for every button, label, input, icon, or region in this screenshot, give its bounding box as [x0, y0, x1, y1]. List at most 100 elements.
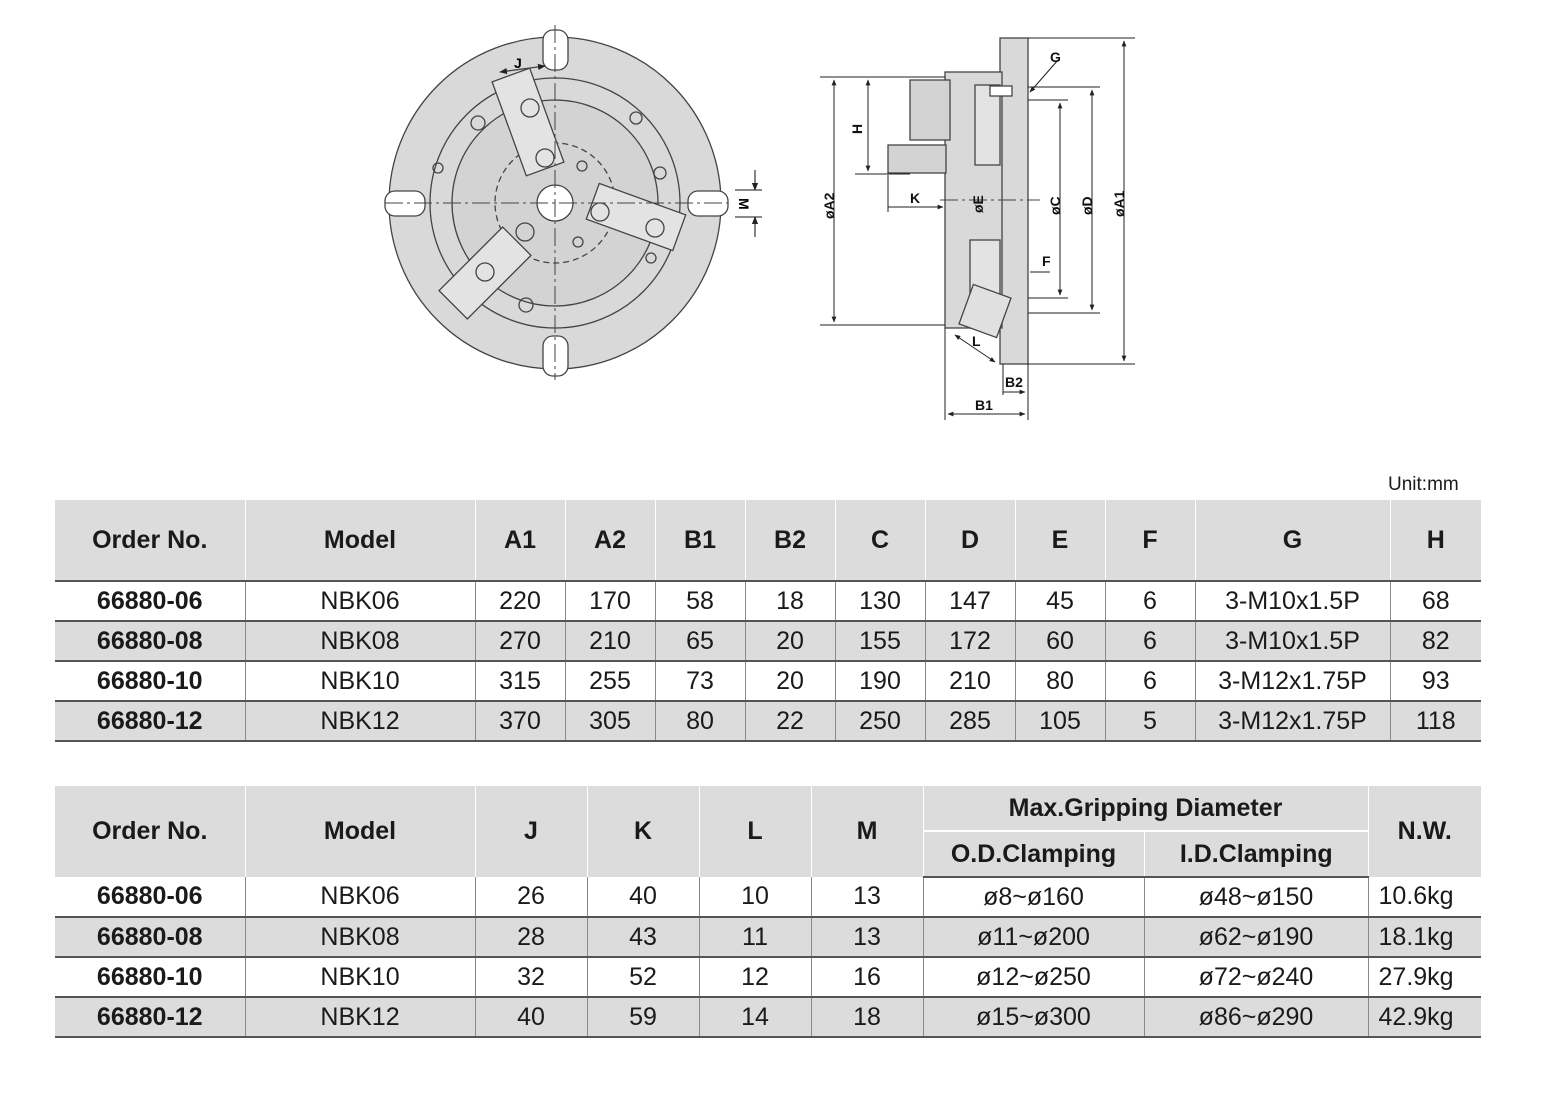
dim-label-l: L: [972, 333, 981, 349]
order-number-cell: 66880-06: [55, 581, 246, 621]
table-cell: 250: [835, 701, 926, 741]
weight-cell: 10.6kg: [1378, 882, 1454, 910]
table-cell: 45: [1015, 581, 1106, 621]
table-cell: 80: [1015, 661, 1106, 701]
dim-label-e: øE: [970, 195, 986, 213]
gripping-table: Order No. Model J K L M Max.Gripping Dia…: [55, 786, 1482, 1038]
table-cell: 20: [745, 621, 836, 661]
table-cell: 255: [565, 661, 656, 701]
table-cell: 210: [925, 661, 1016, 701]
dim-label-d: øD: [1079, 196, 1095, 215]
table-cell: 11: [699, 917, 812, 957]
table-row: 66880-08 NBK08 28 43 11 13 ø11~ø200 ø62~…: [55, 917, 1482, 957]
table-cell: ø62~ø190: [1144, 917, 1369, 957]
model-cell: NBK12: [245, 701, 476, 741]
dim-label-m: M: [736, 198, 752, 210]
weight-cell: 42.9kg: [1378, 1002, 1454, 1031]
order-number-cell: 66880-08: [55, 917, 246, 957]
table-cell: 18: [811, 997, 924, 1037]
table-row: 66880-12 NBK12 40 59 14 18 ø15~ø300 ø86~…: [55, 997, 1482, 1037]
model-cell: NBK08: [245, 917, 476, 957]
table-cell: 32: [475, 957, 588, 997]
table-cell: 130: [835, 581, 926, 621]
table-cell: 220: [475, 581, 566, 621]
table-cell: 68: [1421, 586, 1450, 615]
model-cell: NBK08: [245, 621, 476, 661]
model-cell: NBK06: [245, 877, 476, 917]
table-cell: 3-M12x1.75P: [1195, 701, 1391, 741]
table-cell: 155: [835, 621, 926, 661]
unit-label: Unit:mm: [1388, 474, 1459, 495]
dim-label-c: øC: [1047, 196, 1063, 215]
order-number-cell: 66880-12: [55, 701, 246, 741]
table-cell: 3-M10x1.5P: [1195, 581, 1391, 621]
dim-label-b2: B2: [1005, 374, 1023, 390]
table-cell: 3-M10x1.5P: [1195, 621, 1391, 661]
table-cell: 6: [1105, 621, 1196, 661]
order-number-cell: 66880-10: [55, 661, 246, 701]
column-header: B1: [655, 500, 746, 582]
table-cell: 40: [587, 877, 700, 917]
column-header: G: [1195, 500, 1391, 582]
column-header: Model: [245, 500, 476, 582]
od-clamping-header: O.D.Clamping: [923, 831, 1145, 878]
table-cell: 210: [565, 621, 656, 661]
front-view-drawing: [384, 25, 762, 380]
id-clamping-header: I.D.Clamping: [1144, 831, 1369, 878]
table-cell: ø72~ø240: [1144, 957, 1369, 997]
table-cell: 315: [475, 661, 566, 701]
table-cell: 5: [1105, 701, 1196, 741]
table-cell: 285: [925, 701, 1016, 741]
table-cell: ø11~ø200: [923, 917, 1145, 957]
table-cell: 170: [565, 581, 656, 621]
table-cell: 3-M12x1.75P: [1195, 661, 1391, 701]
dim-label-a1: øA1: [1111, 190, 1127, 217]
weight-cell: 27.9kg: [1378, 962, 1454, 991]
max-gripping-diameter-header: Max.Gripping Diameter: [923, 786, 1369, 832]
table-cell: 82: [1421, 626, 1450, 655]
table-cell: 118: [1415, 706, 1456, 735]
table-cell: 172: [925, 621, 1016, 661]
column-header: Order No.: [55, 786, 246, 877]
table-cell: 16: [811, 957, 924, 997]
column-header: F: [1105, 500, 1196, 582]
table-cell: 270: [475, 621, 566, 661]
column-header: A2: [565, 500, 656, 582]
dim-label-h: H: [849, 124, 865, 134]
table-cell: 12: [699, 957, 812, 997]
table-header-row: Order No. Model J K L M Max.Gripping Dia…: [55, 786, 1482, 877]
table-row: 66880-08 NBK08 270 210 65 20 155 172 60 …: [55, 621, 1481, 661]
table-cell: 52: [587, 957, 700, 997]
table-cell: 20: [745, 661, 836, 701]
order-number-cell: 66880-12: [55, 997, 246, 1037]
model-cell: NBK10: [245, 661, 476, 701]
table-cell: 65: [655, 621, 746, 661]
table-cell: ø48~ø150: [1144, 877, 1369, 917]
column-header: C: [835, 500, 926, 582]
column-header: H: [1390, 500, 1481, 582]
order-number-cell: 66880-08: [55, 621, 246, 661]
table-cell: 73: [655, 661, 746, 701]
column-header: K: [587, 786, 700, 877]
table-cell: 40: [475, 997, 588, 1037]
table-cell: 305: [565, 701, 656, 741]
table-cell: 80: [655, 701, 746, 741]
model-cell: NBK06: [245, 581, 476, 621]
table-cell: 58: [655, 581, 746, 621]
order-number-cell: 66880-10: [55, 957, 246, 997]
column-header: B2: [745, 500, 836, 582]
table-cell: 26: [475, 877, 588, 917]
table-cell: 14: [699, 997, 812, 1037]
column-header: L: [699, 786, 812, 877]
column-header: Model: [245, 786, 476, 877]
table-cell: 105: [1015, 701, 1106, 741]
table-row: 66880-06 NBK06 220 170 58 18 130 147 45 …: [55, 581, 1481, 621]
table-cell: 60: [1015, 621, 1106, 661]
table-cell: 13: [811, 877, 924, 917]
model-cell: NBK12: [245, 997, 476, 1037]
dim-label-a2: øA2: [821, 192, 837, 219]
table-cell: 10: [699, 877, 812, 917]
dim-label-f: F: [1042, 253, 1051, 269]
dimensions-table: Order No. Model A1 A2 B1 B2 C D E F G H …: [55, 500, 1481, 742]
column-header: J: [475, 786, 588, 877]
